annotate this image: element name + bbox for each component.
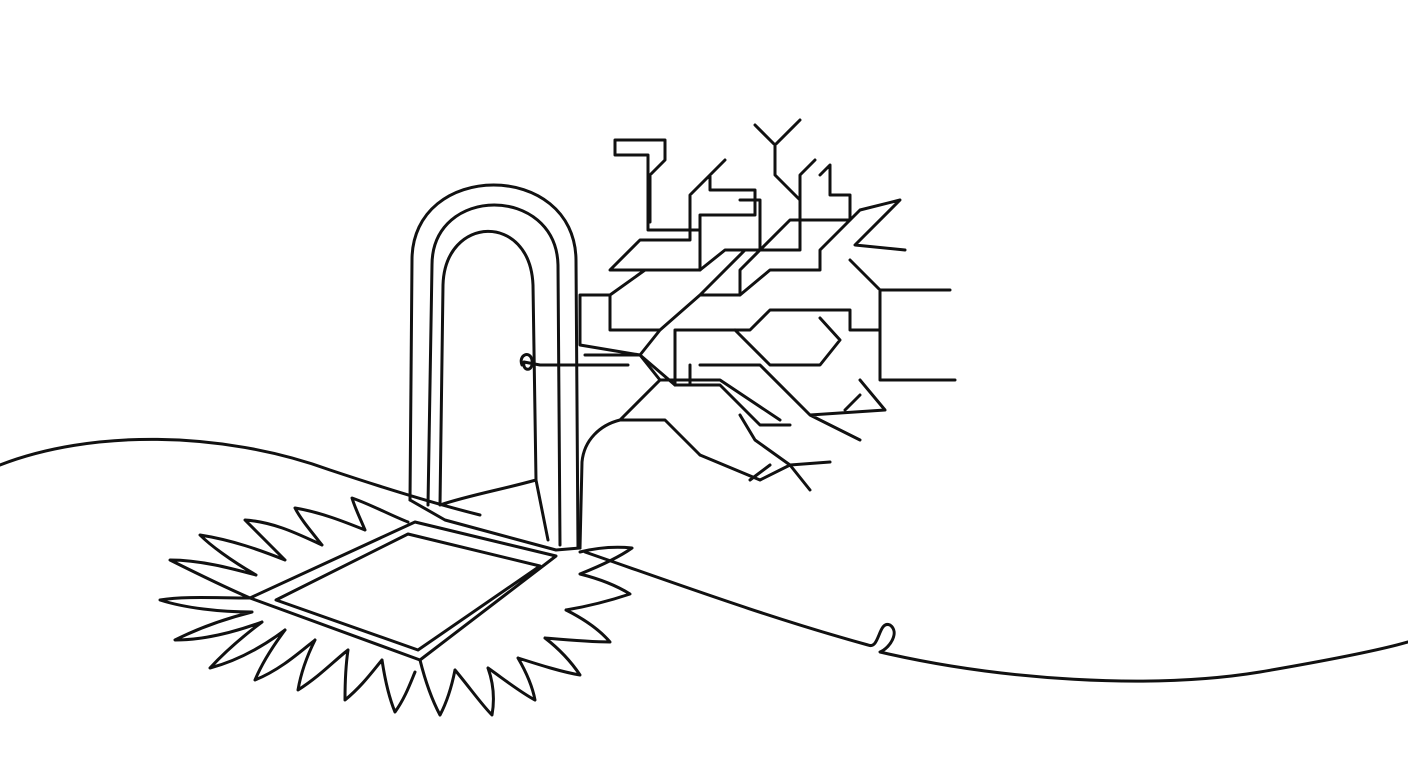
door-frame-outer xyxy=(408,183,580,550)
tree-trunk xyxy=(578,353,702,550)
threshold-lines xyxy=(408,478,582,552)
ink-group xyxy=(0,118,1408,717)
door-frame-inner xyxy=(426,203,562,547)
door-knob xyxy=(519,353,630,371)
tree-branch-details xyxy=(578,248,862,482)
tree-icon xyxy=(608,118,957,492)
light-rays-icon xyxy=(158,496,634,717)
arched-door-icon xyxy=(438,229,538,507)
